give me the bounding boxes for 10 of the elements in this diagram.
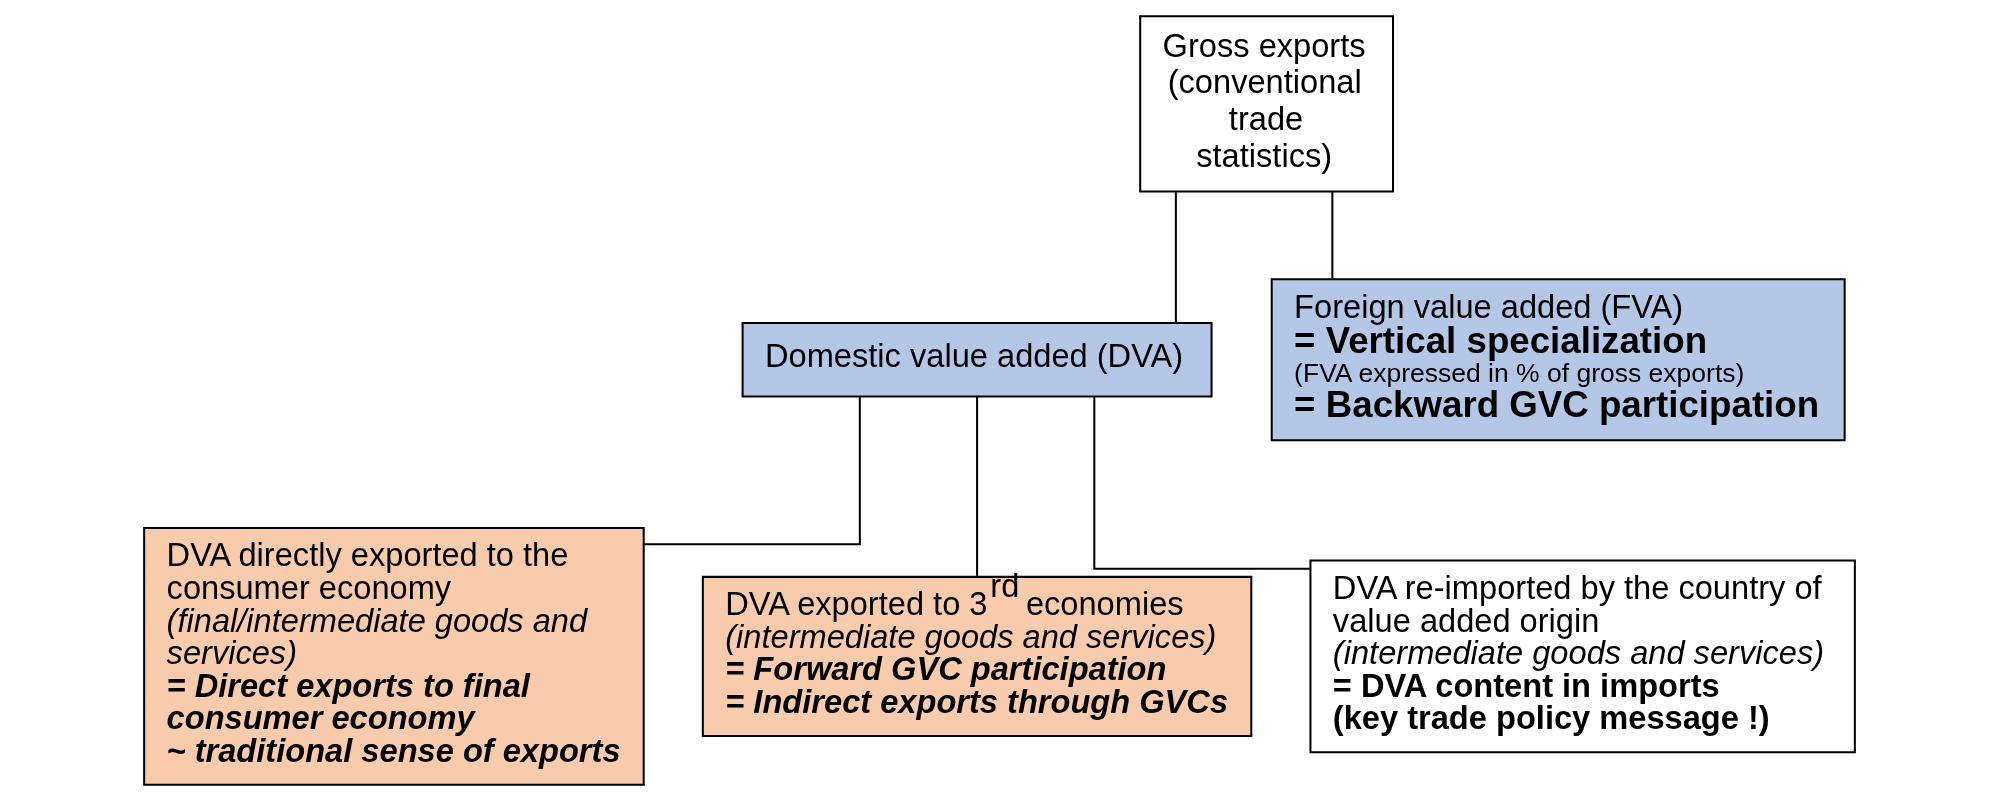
connector <box>1092 397 1310 570</box>
connector <box>975 396 978 577</box>
node-box: Domestic value added (DVA) <box>741 322 1213 398</box>
connector <box>1174 191 1177 323</box>
node-box: DVA re-imported by the country of value added origin (intermediate goods and services) = DVA content in imports (key trade policy message !) <box>1308 559 1856 754</box>
connector <box>1330 191 1333 279</box>
node-box: Gross exports (conventional trade statistics) <box>1138 15 1394 193</box>
node-box: Foreign value added (FVA) = Vertical specialization (FVA expressed in % of gross exports) = Backward GVC participation <box>1270 278 1846 442</box>
node-box: DVA directly exported to the consumer economy (final/intermediate goods and services) = Direct exports to final consumer economy ~ traditional sense of exports <box>142 526 645 786</box>
connector <box>643 397 861 546</box>
